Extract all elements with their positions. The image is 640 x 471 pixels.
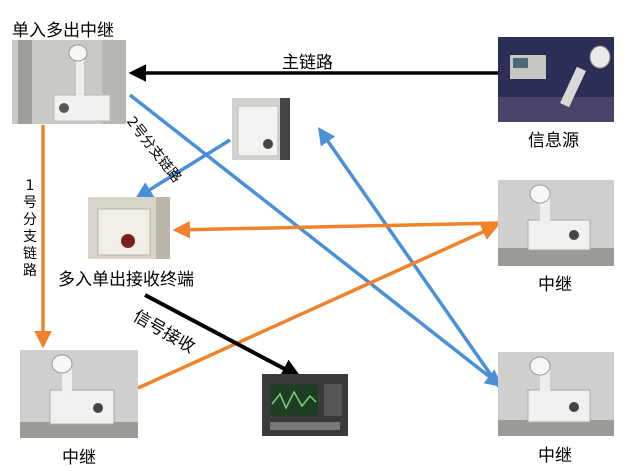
signal-arrow (144, 293, 302, 378)
blue-link-to-receiver (135, 138, 231, 199)
main-link-label: 主链路 (282, 53, 333, 73)
relay-bottom-right-photo (498, 352, 614, 436)
blue-link-topleft-to-bottomright (128, 93, 503, 388)
receiver-label: 多入单出接收终端 (58, 270, 194, 290)
relay-right-top-photo (498, 180, 614, 266)
relay-bottom-left-photo (20, 350, 138, 438)
branch1-label: 1号分支链路 (23, 178, 37, 279)
source-label: 信息源 (528, 131, 579, 151)
relay-top-left-label: 单入多出中继 (12, 21, 114, 41)
receiver-photo (88, 197, 170, 259)
blue-link-bottomright-to-small (317, 127, 502, 390)
orange-link-bottomleft-to-righttop (137, 223, 500, 390)
relay-top-left-photo (12, 40, 126, 124)
relay-right-top-label: 中继 (538, 275, 572, 295)
relay-small-photo (232, 98, 290, 160)
orange-link-to-receiver (172, 220, 501, 239)
oscilloscope-photo (262, 374, 348, 436)
relay-bottom-right-label: 中继 (538, 446, 572, 466)
source-photo (498, 37, 614, 122)
relay-bottom-left-label: 中继 (62, 448, 96, 468)
